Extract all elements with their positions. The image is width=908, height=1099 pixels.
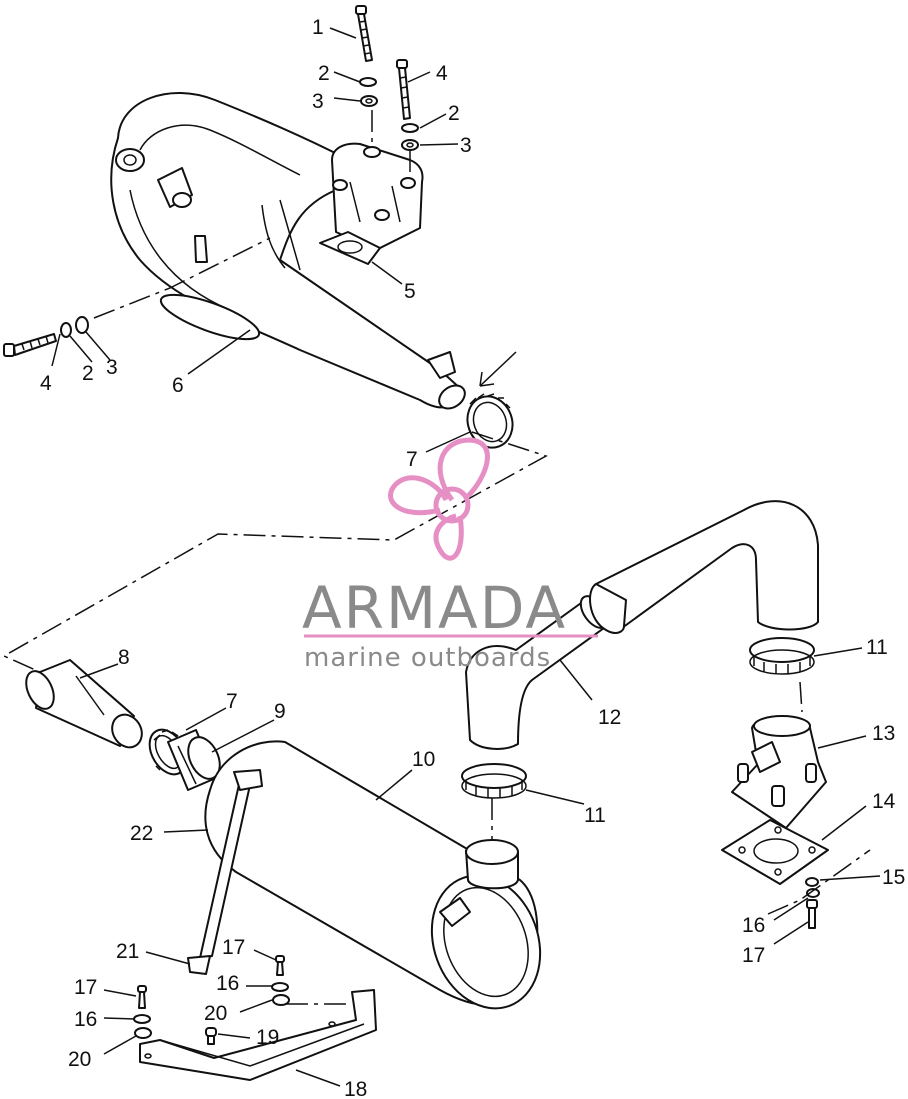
callout-20: 20 [204, 1002, 227, 1025]
centerline [93, 237, 271, 319]
washer-part-16 [271, 982, 289, 992]
bolt-part-1 [355, 5, 373, 62]
mounting-bracket-part-18 [139, 989, 377, 1081]
centerline [371, 110, 411, 178]
leader-lines [51, 27, 881, 1087]
callout-2: 2 [448, 102, 460, 125]
exhaust-hose-part-8 [25, 659, 143, 749]
callout-17: 17 [74, 976, 97, 999]
exhaust-manifold-part-6 [110, 92, 466, 410]
callout-13: 13 [872, 722, 895, 745]
callout-3: 3 [460, 134, 472, 157]
bolt-part-4 [3, 333, 57, 357]
callout-22: 22 [130, 822, 153, 845]
washer-part-2 [60, 322, 72, 338]
callout-16: 16 [216, 972, 239, 995]
callout-4: 4 [40, 372, 52, 395]
arrow-indicator [479, 351, 517, 387]
callout-6: 6 [172, 374, 184, 397]
washer-part-20 [134, 1027, 152, 1039]
callout-21: 21 [116, 940, 139, 963]
callout-11: 11 [866, 636, 888, 659]
callout-3: 3 [106, 356, 118, 379]
brand-tagline: marine outboards [304, 643, 551, 673]
grommet-part-19 [205, 1027, 217, 1045]
washer-part-2 [401, 123, 419, 133]
callout-9: 9 [274, 700, 286, 723]
callout-17: 17 [742, 944, 765, 967]
exhaust-pipe-part-12 [589, 500, 819, 634]
callout-19: 19 [256, 1026, 279, 1049]
mounting-flange-part-5 [319, 142, 424, 265]
gasket-part-14 [721, 819, 829, 885]
washer-part-2 [359, 77, 377, 87]
washer-part-20 [272, 994, 290, 1006]
screw-part-17 [137, 985, 147, 1009]
washer-part-16 [133, 1014, 151, 1024]
callout-18: 18 [344, 1078, 367, 1099]
callout-8: 8 [118, 646, 130, 669]
lockwasher-part-3 [360, 95, 378, 107]
lockwasher-part-3 [401, 139, 419, 151]
centerline [799, 681, 803, 713]
callout-14: 14 [872, 790, 896, 813]
callout-16: 16 [74, 1008, 97, 1031]
callout-11: 11 [584, 804, 606, 827]
washer-part-16 [806, 888, 820, 898]
hose-clamp-part-11 [461, 763, 527, 799]
centerline [767, 849, 871, 915]
callout-4: 4 [436, 62, 448, 85]
callout-17: 17 [222, 936, 245, 959]
screw-part-17 [806, 899, 818, 929]
outlet-housing-part-13 [731, 715, 827, 829]
callout-15: 15 [882, 866, 905, 889]
mounting-strap-part-22 [187, 769, 263, 975]
callout-3: 3 [312, 90, 324, 113]
armada-logo: ARMADA marine outboards [302, 437, 598, 673]
callout-labels: 1 2 3 4 2 3 5 4 2 3 6 7 8 7 9 10 11 11 1… [40, 16, 905, 1099]
propeller-logo-icon [388, 437, 490, 561]
callout-7: 7 [226, 690, 238, 713]
callout-10: 10 [412, 748, 435, 771]
hose-clamp-part-11 [749, 637, 815, 675]
bolt-part-4 [396, 59, 411, 120]
callout-12: 12 [598, 706, 621, 729]
callout-2: 2 [82, 362, 94, 385]
screw-part-17 [275, 955, 285, 976]
callout-16: 16 [742, 914, 765, 937]
hook-part-21 [187, 955, 211, 975]
callout-20: 20 [68, 1048, 91, 1071]
lockwasher-part-3 [75, 316, 89, 334]
callout-1: 1 [312, 16, 324, 39]
brand-name: ARMADA [302, 574, 567, 642]
callout-5: 5 [404, 280, 416, 303]
callout-2: 2 [318, 62, 330, 85]
muffler-part-10 [204, 740, 542, 1010]
nut-part-15 [805, 877, 819, 887]
callout-7: 7 [406, 448, 418, 471]
